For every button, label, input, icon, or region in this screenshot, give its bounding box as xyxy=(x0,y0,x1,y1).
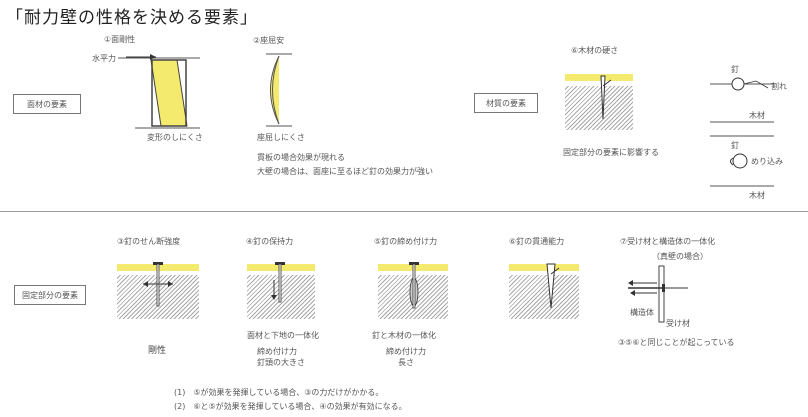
nail-shape xyxy=(143,262,173,307)
tightening-caption: ⑤釘の締め付け力 xyxy=(374,237,438,246)
wood-hardness-diagram xyxy=(565,74,633,130)
tightening-note-2: 締め付け力 xyxy=(386,347,426,356)
holding-note-3: 釘頭の大きさ xyxy=(257,358,305,367)
footnote-2: (2) ⑥と⑤が効果を発揮している場合、④の効果が有効になる。 xyxy=(174,402,407,411)
nail-label-1: 釘 xyxy=(731,65,739,74)
receiver-label: 受け材 xyxy=(666,319,690,328)
nail-shape xyxy=(600,75,612,120)
buckling-caption: ②座屈安 xyxy=(253,36,285,45)
tightening-note-3: 長さ xyxy=(398,358,414,367)
nail-shape xyxy=(409,262,419,309)
shear-caption: ③釘のせん断強度 xyxy=(117,237,181,246)
panel-fixing-elements-label: 固定部分の要素 xyxy=(14,285,86,305)
wood-label-1: 木材 xyxy=(749,111,765,120)
rigidity-note: 変形のしにくさ xyxy=(147,133,203,142)
buckling-desc-1: 貫板の場合効果が現れる xyxy=(257,153,345,162)
horizontal-force-label: 水平力 xyxy=(92,54,116,63)
panel-material-quality-label: 材質の要素 xyxy=(474,93,538,113)
shear-diagram xyxy=(117,262,199,319)
frame-caption: ⑦受け材と構造体の一体化 xyxy=(620,237,716,246)
wood-hardness-caption: ⑥木材の硬さ xyxy=(571,46,619,55)
nail-shape xyxy=(546,263,560,309)
panel-label-text: 固定部分の要素 xyxy=(22,290,78,300)
penetration-caption: ⑥釘の貫通能力 xyxy=(509,237,565,246)
wood-base xyxy=(565,86,633,130)
embed-effect-label: めり込み xyxy=(751,157,783,166)
panel-material-elements-label: 面材の要素 xyxy=(13,94,81,114)
shear-bottom-note: 剛性 xyxy=(148,346,167,356)
tightening-note-1: 釘と木材の一体化 xyxy=(372,331,436,340)
holding-diagram xyxy=(247,262,315,319)
holding-caption: ④釘の保持力 xyxy=(246,237,294,246)
nail-label-2: 釘 xyxy=(731,141,739,150)
holding-note-1: 面材と下地の一体化 xyxy=(247,331,319,340)
panel-label-text: 材質の要素 xyxy=(486,98,526,108)
nail-shape xyxy=(271,262,285,303)
structure-label: 構造体 xyxy=(630,308,654,317)
frame-sub: （真壁の場合） xyxy=(652,252,708,261)
rigidity-caption: ①面剛性 xyxy=(104,35,136,44)
penetration-diagram xyxy=(509,263,579,319)
panel-board xyxy=(509,264,579,271)
panel-label-text: 面材の要素 xyxy=(27,99,67,109)
tightening-diagram xyxy=(378,262,448,319)
wood-hardness-note: 固定部分の要素に影響する xyxy=(563,148,659,157)
frame-note: ③⑤⑥と同じことが起こっている xyxy=(618,338,735,347)
wood-label-2: 木材 xyxy=(749,191,765,200)
wood-base xyxy=(509,275,579,319)
buckling-desc-2: 大壁の場合は、面座に至るほど釘の効果力が強い xyxy=(257,167,433,176)
holding-note-2: 締め付け力 xyxy=(257,347,297,356)
footnote-1: (1) ⑤が効果を発揮している場合、③の力だけがかかる。 xyxy=(174,388,384,397)
panel-board xyxy=(565,74,633,81)
page-title: 「耐力壁の性格を決める要素」 xyxy=(6,8,258,28)
section-divider xyxy=(0,211,808,212)
split-effect-label: 割れ xyxy=(771,82,787,91)
buckling-note: 座屈しにくさ xyxy=(257,133,305,142)
